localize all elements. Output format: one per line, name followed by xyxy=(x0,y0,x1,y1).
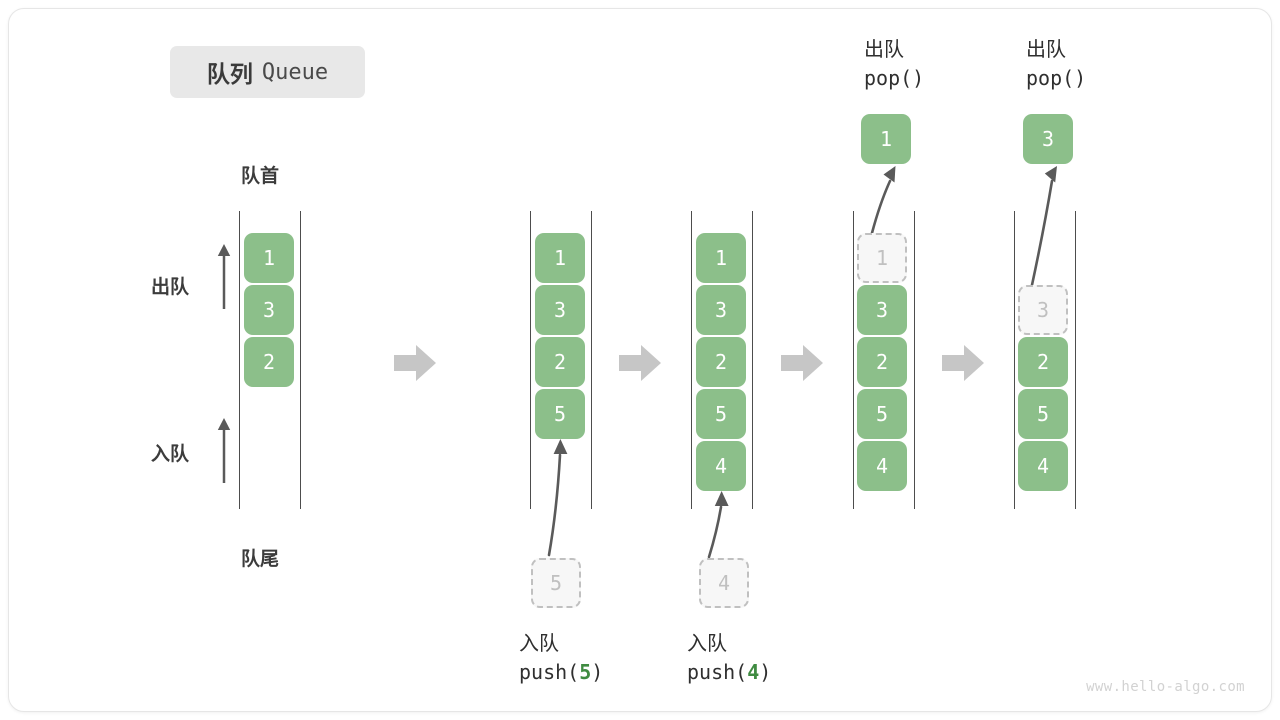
queue-tail-label: 队尾 xyxy=(241,548,280,570)
queue-element: 2 xyxy=(1018,337,1068,387)
op-prefix: push( xyxy=(519,660,580,684)
queue-element: 4 xyxy=(1018,441,1068,491)
pop-motion-arrow xyxy=(854,159,924,237)
queue-ghost-element: 1 xyxy=(857,233,907,283)
queue-rail-left-5 xyxy=(1014,211,1015,509)
queue-ghost-element: 5 xyxy=(531,558,581,608)
queue-head-label: 队首 xyxy=(241,165,280,187)
enqueue-direction-arrow xyxy=(213,415,235,485)
figure-card: 队列 Queue 队首 队尾 出队 入队 1 3 2 xyxy=(8,8,1272,712)
popped-element: 1 xyxy=(861,114,911,164)
queue-ghost-element: 3 xyxy=(1018,285,1068,335)
watermark: www.hello-algo.com xyxy=(1086,679,1245,695)
flow-arrow-icon xyxy=(942,343,984,383)
queue-element: 5 xyxy=(857,389,907,439)
queue-element: 5 xyxy=(1018,389,1068,439)
op-prefix: push( xyxy=(687,660,748,684)
op-suffix: ) xyxy=(591,660,604,684)
push-operation-label-2: 入队 push(5) xyxy=(519,629,603,687)
queue-rail-right-4 xyxy=(914,211,915,509)
operation-name-cn: 出队 xyxy=(1026,37,1066,61)
operation-code: push(4) xyxy=(687,658,771,687)
flow-arrow-icon xyxy=(394,343,436,383)
pop-operation-label-4: 出队 pop() xyxy=(864,35,924,93)
op-suffix: ) xyxy=(759,660,772,684)
queue-rail-left-3 xyxy=(691,211,692,509)
operation-code: pop() xyxy=(1026,66,1087,90)
queue-element: 2 xyxy=(696,337,746,387)
queue-element: 2 xyxy=(244,337,294,387)
queue-ghost-element: 4 xyxy=(699,558,749,608)
flow-arrow-icon xyxy=(781,343,823,383)
push-operation-label-3: 入队 push(4) xyxy=(687,629,771,687)
operation-code: push(5) xyxy=(519,658,603,687)
figure-title-cn: 队列 xyxy=(206,62,253,88)
dequeue-direction-arrow xyxy=(213,241,235,311)
queue-element: 1 xyxy=(244,233,294,283)
op-argument: 5 xyxy=(579,660,592,684)
operation-name-cn: 出队 xyxy=(864,37,904,61)
queue-element-new: 5 xyxy=(535,389,585,439)
queue-element: 3 xyxy=(857,285,907,335)
queue-element: 2 xyxy=(535,337,585,387)
push-motion-arrow xyxy=(519,429,599,559)
queue-element: 3 xyxy=(244,285,294,335)
operation-name-cn: 入队 xyxy=(519,631,559,655)
dequeue-direction-label: 出队 xyxy=(151,276,190,298)
diagram-stage: 队列 Queue 队首 队尾 出队 入队 1 3 2 xyxy=(9,9,1271,711)
queue-rail-right-5 xyxy=(1075,211,1076,509)
push-motion-arrow xyxy=(681,481,761,561)
pop-motion-arrow xyxy=(1014,159,1094,289)
queue-element: 1 xyxy=(535,233,585,283)
pop-operation-label-5: 出队 pop() xyxy=(1026,35,1086,93)
queue-rail-right-1 xyxy=(300,211,301,509)
queue-element-new: 4 xyxy=(696,441,746,491)
queue-element: 3 xyxy=(535,285,585,335)
queue-rail-right-2 xyxy=(591,211,592,509)
op-argument: 4 xyxy=(747,660,760,684)
queue-rail-left-4 xyxy=(853,211,854,509)
operation-name-cn: 入队 xyxy=(687,631,727,655)
figure-title-en: Queue xyxy=(261,59,329,85)
queue-element: 3 xyxy=(696,285,746,335)
queue-element: 5 xyxy=(696,389,746,439)
operation-code: pop() xyxy=(864,66,925,90)
queue-element: 2 xyxy=(857,337,907,387)
figure-title-badge: 队列 Queue xyxy=(170,46,365,98)
queue-rail-left-1 xyxy=(239,211,240,509)
queue-element: 4 xyxy=(857,441,907,491)
queue-rail-right-3 xyxy=(752,211,753,509)
queue-rail-left-2 xyxy=(530,211,531,509)
flow-arrow-icon xyxy=(619,343,661,383)
queue-element: 1 xyxy=(696,233,746,283)
popped-element: 3 xyxy=(1023,114,1073,164)
enqueue-direction-label: 入队 xyxy=(151,443,190,465)
